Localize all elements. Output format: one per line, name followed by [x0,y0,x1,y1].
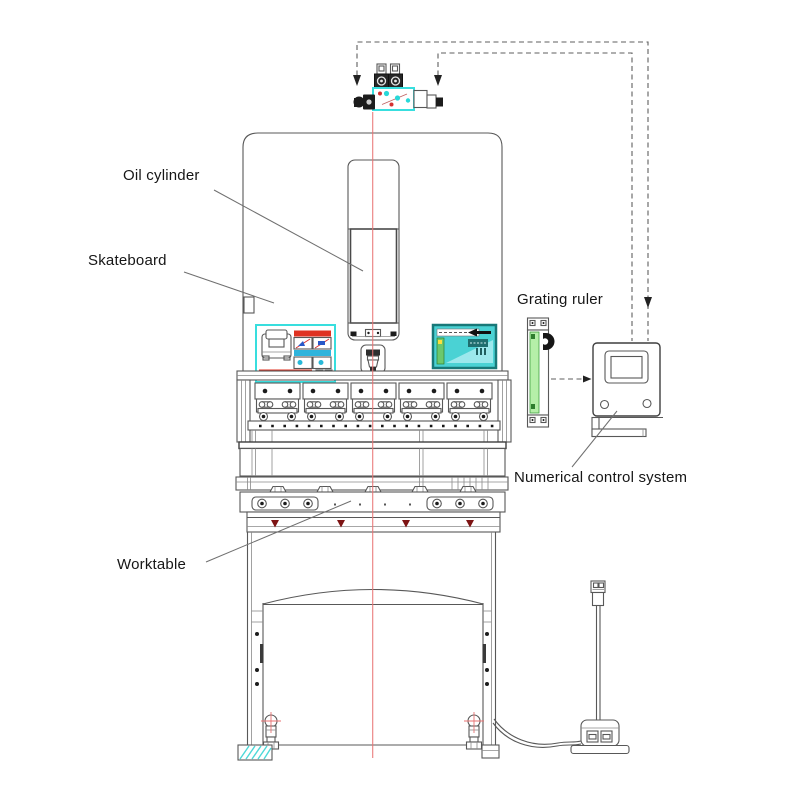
ruler-sensor [541,333,555,350]
nc-system-unit [591,342,663,438]
foot-pedal [570,580,630,755]
machine-frame [242,132,503,383]
arrow-down-icon [434,75,442,86]
mid-frame-section [235,430,509,491]
leader-nc-system [571,410,618,468]
nc-bracket [591,416,647,438]
foot-pad [237,744,273,761]
nc-knob [642,398,652,409]
hydraulic-valve-assembly [353,63,443,111]
clamp-unit [446,382,493,422]
nc-knob [599,399,610,410]
solenoid-coil [388,63,403,89]
leader-worktable [205,500,352,563]
solenoid-coil [374,63,389,89]
clamp-unit [302,382,349,422]
label-oil-cylinder: Oil cylinder [123,167,200,184]
anchor-bolt [260,711,282,750]
lower-frame [237,532,500,761]
arrow-down-icon [644,297,652,308]
pedal-cable [492,718,582,748]
leader-skateboard [183,271,275,304]
arrow-down-icon [353,75,361,86]
label-numerical-control-system: Numerical control system [514,469,688,486]
clamp-unit [350,382,397,422]
label-skateboard: Skateboard [88,252,167,269]
leader-oil-cylinder [213,189,364,272]
oil-cylinder-part [347,159,400,341]
label-grating-ruler: Grating ruler [517,291,603,308]
grating-ruler-part [526,317,555,428]
spec-label-sticker [431,323,498,370]
control-signal-lines [353,41,652,383]
clamp-unit [254,382,301,422]
leader-lines [183,189,618,563]
nc-screen [604,350,649,384]
label-worktable: Worktable [117,556,187,573]
arrow-right-icon [583,375,592,383]
anchor-bolt [463,711,485,750]
clamp-unit [398,382,445,422]
frame-hinge [243,296,255,314]
